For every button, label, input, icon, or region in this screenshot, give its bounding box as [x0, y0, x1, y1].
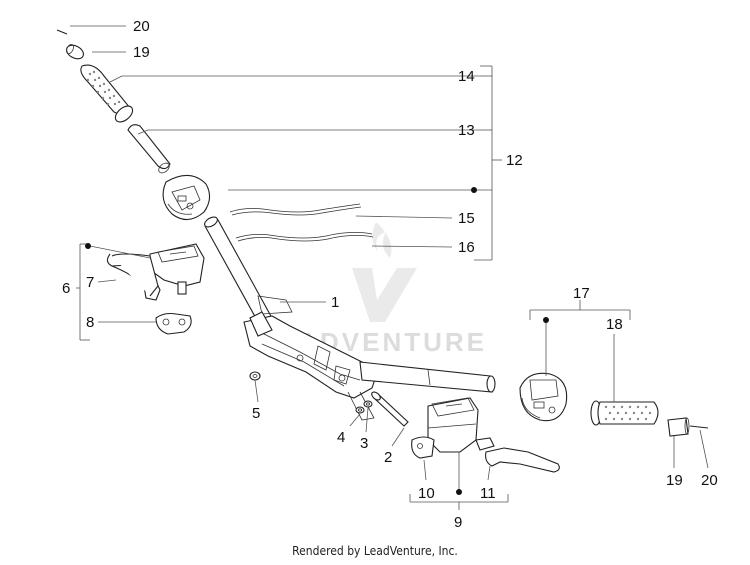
footer-credit: Rendered by LeadVenture, Inc. [292, 544, 458, 558]
callout-8: 8 [86, 314, 94, 331]
reference-dots [85, 187, 549, 495]
leader-lines [70, 25, 709, 510]
callout-11: 11 [480, 485, 496, 502]
right-grip-assembly [519, 372, 709, 437]
callout-14: 14 [458, 68, 475, 85]
callout-6: 6 [62, 280, 70, 297]
callout-20-top: 20 [133, 18, 150, 35]
callout-16: 16 [458, 239, 475, 256]
right-master-cylinder-assembly [411, 397, 560, 473]
callout-3: 3 [360, 435, 368, 452]
left-master-cylinder-assembly [106, 243, 205, 335]
callout-7: 7 [86, 274, 94, 291]
callout-13: 13 [458, 122, 475, 139]
callout-2: 2 [384, 449, 392, 466]
callout-4: 4 [337, 429, 345, 446]
callout-1: 1 [331, 294, 339, 311]
callout-17: 17 [573, 285, 590, 302]
callout-10: 10 [418, 485, 435, 502]
callout-19-bottom: 19 [666, 472, 683, 489]
cables [229, 203, 374, 242]
callout-18: 18 [606, 316, 623, 333]
callout-20-bottom: 20 [701, 472, 718, 489]
callout-9: 9 [454, 514, 462, 531]
handlebar [204, 216, 496, 421]
callout-5: 5 [252, 405, 260, 422]
callout-12: 12 [506, 152, 523, 169]
callout-numbers: 20 19 14 13 12 15 16 1 6 7 8 5 4 3 2 10 … [62, 18, 718, 531]
fasteners [249, 371, 409, 427]
callout-15: 15 [458, 210, 475, 227]
left-grip-assembly [56, 29, 211, 221]
callout-19-top: 19 [133, 44, 150, 61]
